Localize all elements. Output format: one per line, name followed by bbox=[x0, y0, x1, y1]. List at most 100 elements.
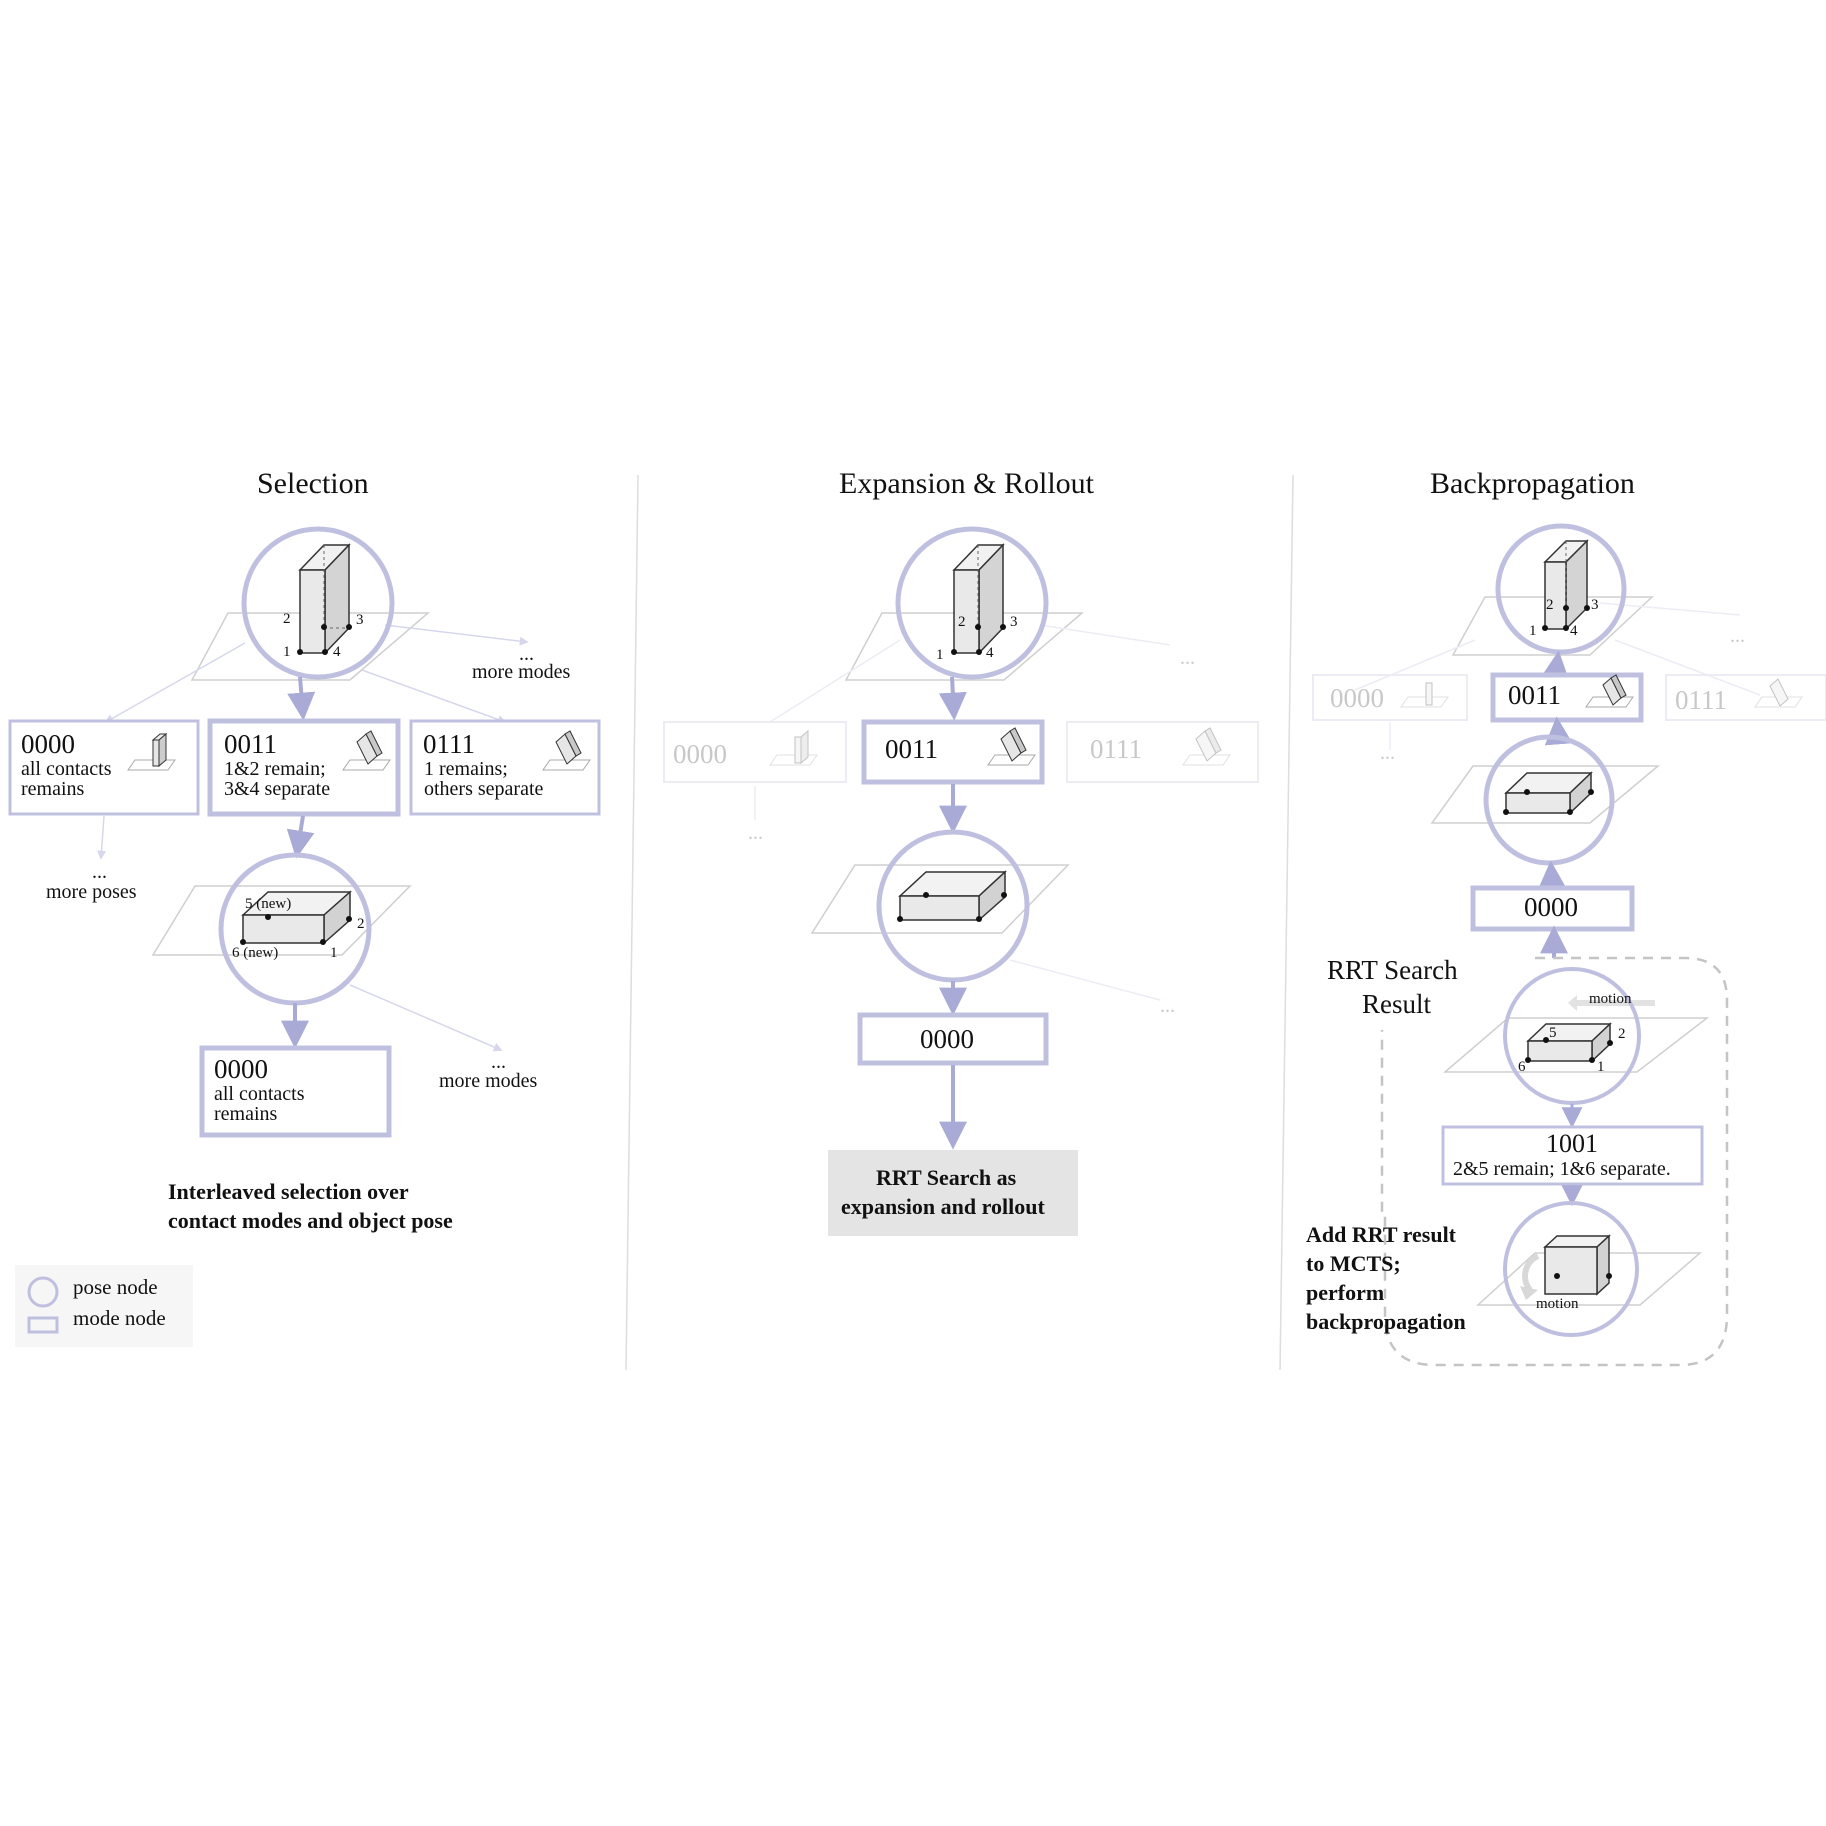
mode-code: 0000 bbox=[920, 1024, 974, 1054]
mode-code: 0011 bbox=[1508, 680, 1561, 710]
vertex-label-3: 3 bbox=[1591, 597, 1599, 613]
vertex-label-2: 2 bbox=[283, 611, 291, 627]
more-modes-label: more modes bbox=[472, 661, 571, 683]
flat-box-icon bbox=[240, 890, 352, 945]
mode-node-bottom-0000 bbox=[857, 1012, 1049, 1066]
ground-plane bbox=[190, 612, 431, 681]
rrt-box-line1: RRT Search as bbox=[876, 1165, 1017, 1190]
flat-box-icon bbox=[1525, 1022, 1613, 1063]
mode-node-0000-faint bbox=[663, 721, 847, 783]
mode-code: 0000 bbox=[1524, 892, 1578, 922]
backprop-caption-line3: perform bbox=[1306, 1280, 1385, 1305]
mini-box-icon-upright-faint bbox=[769, 729, 818, 766]
legend-pose-label: pose node bbox=[73, 1275, 158, 1299]
pose-node-root bbox=[241, 526, 395, 680]
rrt-result-line2: Result bbox=[1362, 989, 1432, 1019]
legend-mode-icon bbox=[27, 1316, 59, 1334]
tall-box-icon bbox=[297, 543, 352, 655]
rrt-box-line2: expansion and rollout bbox=[841, 1194, 1045, 1219]
faint-dots: ... bbox=[748, 822, 763, 844]
rrt-result-region bbox=[1380, 956, 1729, 1367]
rrt-result-line1: RRT Search bbox=[1327, 955, 1458, 985]
more-modes-dots: ... bbox=[491, 1051, 506, 1073]
flat-label-1: 1 bbox=[1597, 1059, 1605, 1075]
rotate-motion-icon bbox=[1522, 1253, 1540, 1292]
mini-box-icon-tilt-faint bbox=[1754, 678, 1803, 708]
mini-box-icon-tilt-faint bbox=[1182, 727, 1231, 766]
flat-label-6: 6 (new) bbox=[232, 945, 279, 961]
vertex-label-1: 1 bbox=[283, 644, 291, 660]
flat-label-2: 2 bbox=[357, 916, 365, 932]
vertex-label-4: 4 bbox=[1570, 623, 1578, 639]
mode-desc-line1: 1 remains; bbox=[424, 758, 508, 780]
vertex-label-3: 3 bbox=[356, 612, 364, 628]
mode-desc-line2: others separate bbox=[424, 778, 544, 800]
backprop-caption-line4: backpropagation bbox=[1306, 1309, 1466, 1334]
mode-code-faint: 0111 bbox=[1090, 734, 1142, 764]
mini-box-icon-tilt bbox=[1585, 674, 1634, 708]
mode-desc-line2: 3&4 separate bbox=[224, 778, 331, 800]
backprop-caption-line1: Add RRT result bbox=[1306, 1222, 1457, 1247]
vertex-label-1: 1 bbox=[1529, 623, 1537, 639]
mode-code: 0011 bbox=[885, 734, 938, 764]
pose-node-root bbox=[895, 526, 1049, 680]
mode-code-faint: 0111 bbox=[1675, 685, 1727, 715]
mode-node-0111-faint bbox=[1066, 721, 1259, 783]
mini-box-icon-tilt bbox=[987, 727, 1036, 766]
divider-left bbox=[625, 474, 639, 1371]
flat-label-5: 5 bbox=[1549, 1025, 1557, 1041]
expansion-panel bbox=[663, 526, 1259, 1236]
flat-box-icon bbox=[1503, 771, 1594, 815]
mode-code: 0111 bbox=[423, 729, 475, 759]
more-poses-dots: ... bbox=[92, 861, 107, 883]
mode-code: 0011 bbox=[224, 729, 277, 759]
mode-node-1001 bbox=[1441, 1125, 1704, 1186]
rrt-box bbox=[828, 1150, 1078, 1236]
ground-plane-2 bbox=[151, 885, 412, 956]
more-poses-label: more poses bbox=[46, 881, 137, 903]
mode-desc-line1: all contacts bbox=[21, 758, 112, 780]
mode-desc: 2&5 remain; 1&6 separate. bbox=[1453, 1158, 1671, 1180]
mode-code: 0000 bbox=[21, 729, 75, 759]
motion-label: motion bbox=[1589, 991, 1632, 1007]
vertex-label-1: 1 bbox=[936, 647, 944, 663]
pose-node-rrt-1 bbox=[1503, 967, 1641, 1105]
vertex-label-2: 2 bbox=[958, 614, 966, 630]
vertex-label-4: 4 bbox=[333, 644, 341, 660]
panel-title-expansion: Expansion & Rollout bbox=[839, 467, 1094, 500]
upright-box-icon bbox=[1543, 1234, 1612, 1296]
legend-pose-icon bbox=[27, 1276, 59, 1308]
backprop-panel bbox=[1312, 523, 1826, 1367]
more-modes-dots: ... bbox=[519, 643, 534, 665]
selection-caption-line1: Interleaved selection over bbox=[168, 1179, 409, 1204]
faint-dots: ... bbox=[1180, 647, 1195, 669]
mode-desc-line2: remains bbox=[21, 778, 85, 800]
flat-label-2: 2 bbox=[1618, 1026, 1626, 1042]
panel-title-selection: Selection bbox=[257, 467, 369, 500]
mini-box-icon-tilt-1 bbox=[342, 730, 391, 771]
mini-box-icon-upright bbox=[127, 732, 176, 771]
selection-panel bbox=[8, 526, 601, 1347]
pose-node-rrt-2 bbox=[1503, 1201, 1639, 1337]
backprop-caption-line2: to MCTS; bbox=[1306, 1251, 1401, 1276]
flat-label-1: 1 bbox=[330, 945, 338, 961]
mode-desc-line2: remains bbox=[214, 1103, 278, 1125]
tall-box-icon bbox=[951, 543, 1006, 655]
flat-box-icon bbox=[897, 870, 1007, 922]
selection-caption-line2: contact modes and object pose bbox=[168, 1208, 453, 1233]
mode-desc-line1: 1&2 remain; bbox=[224, 758, 326, 780]
mini-box-icon-tilt-2 bbox=[542, 730, 591, 771]
panel-title-backprop: Backpropagation bbox=[1430, 467, 1635, 500]
legend-mode-label: mode node bbox=[73, 1306, 166, 1330]
mode-node-0111-faint bbox=[1665, 674, 1826, 721]
vertex-label-2: 2 bbox=[1546, 597, 1554, 613]
mode-code: 0000 bbox=[214, 1054, 268, 1084]
mini-box-icon-upright-faint bbox=[1400, 682, 1449, 708]
mode-code-faint: 0000 bbox=[1330, 683, 1384, 713]
faint-dots: ... bbox=[1730, 625, 1745, 647]
mode-node-0000 bbox=[8, 719, 200, 816]
mode-node-0000-faint bbox=[1312, 674, 1468, 721]
faint-dots: ... bbox=[1160, 995, 1175, 1017]
